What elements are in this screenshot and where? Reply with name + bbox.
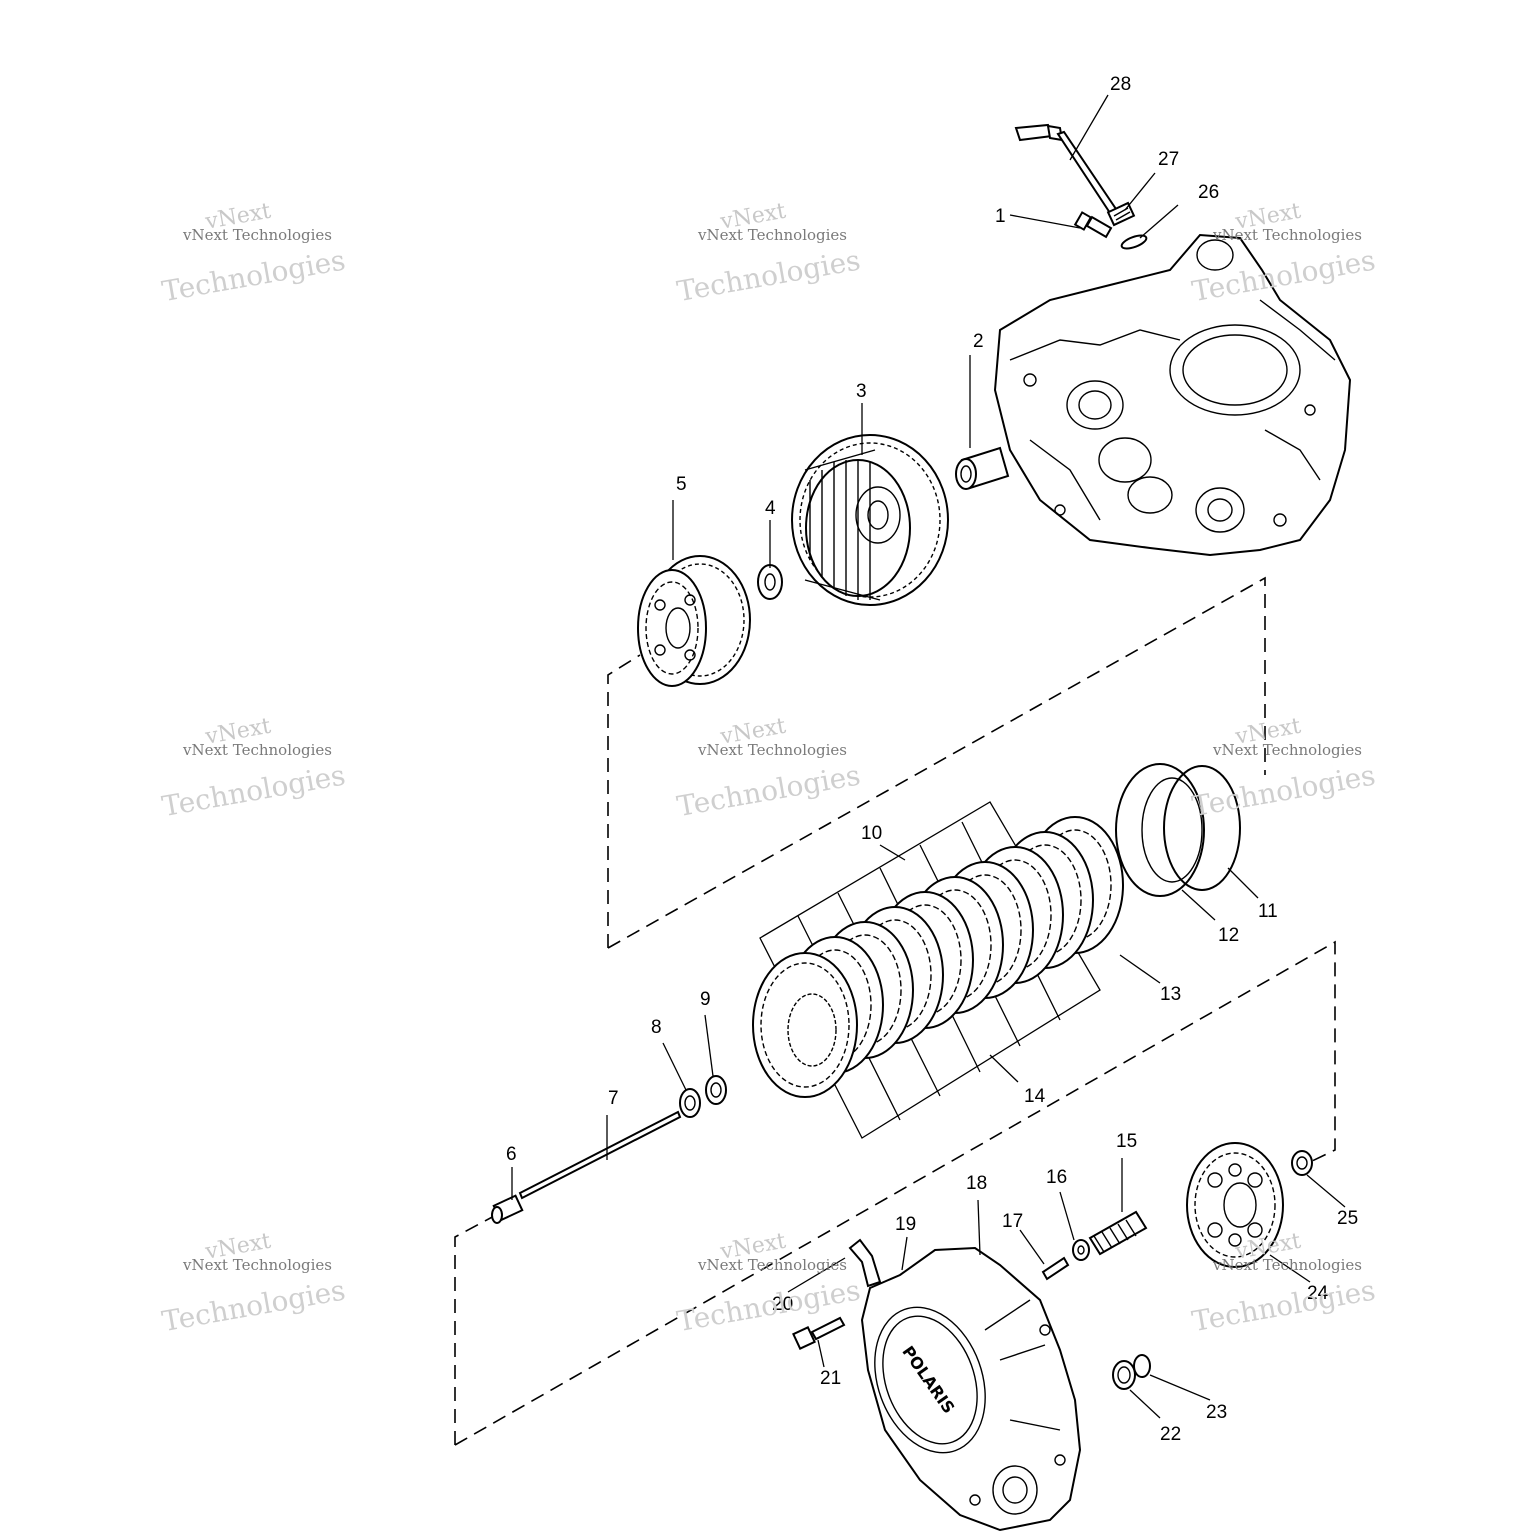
callout-numbers: 1 2 3 4 5 6 7 8 9 10 11 12 13 14 15 16 1… [506, 74, 1358, 1445]
callout-27: 27 [1158, 149, 1179, 170]
callout-14: 14 [1024, 1086, 1046, 1107]
plates [752, 816, 1124, 1098]
svg-text:vNext Technologies: vNext Technologies [1212, 226, 1362, 244]
clutch-cover-part-18: POLARIS [860, 1246, 1082, 1532]
pushrod-end-part-6 [491, 1194, 524, 1224]
svg-text:vNext Technologies: vNext Technologies [1212, 741, 1362, 759]
svg-text:vNext Technologies: vNext Technologies [697, 741, 847, 759]
svg-text:vNext Technologies: vNext Technologies [697, 1256, 847, 1274]
svg-text:vNext Technologies: vNext Technologies [182, 1256, 332, 1274]
svg-text:vNext Technologies: vNext Technologies [182, 741, 332, 759]
svg-text:Technologies: Technologies [675, 758, 863, 823]
callout-18: 18 [966, 1173, 987, 1194]
svg-text:Technologies: Technologies [675, 243, 863, 308]
callout-12: 12 [1218, 925, 1239, 946]
clutch-basket-part-3 [791, 434, 949, 606]
clutch-hub-part-5 [637, 555, 751, 687]
watermark-top-center: vNext vNext Technologies Technologies [675, 199, 863, 309]
callout-23: 23 [1206, 1402, 1227, 1423]
callout-10: 10 [861, 823, 882, 844]
callout-1: 1 [995, 206, 1006, 227]
bearing-part-8 [679, 1088, 701, 1118]
bushing-part-2 [955, 446, 1010, 490]
bolt-part-1 [1073, 211, 1113, 239]
callout-26: 26 [1198, 182, 1219, 203]
callout-5: 5 [676, 474, 687, 495]
bolt-part-17 [1041, 1256, 1070, 1281]
washer-part-9 [705, 1075, 727, 1105]
elbow-part-19 [848, 1238, 882, 1288]
callout-4: 4 [765, 498, 776, 519]
callout-13: 13 [1160, 984, 1181, 1005]
callout-28: 28 [1110, 74, 1131, 95]
callout-16: 16 [1046, 1167, 1067, 1188]
pressure-plate-part-24 [1186, 1142, 1284, 1268]
watermark-middle-right: vNext vNext Technologies Technologies [1190, 714, 1378, 824]
svg-text:vNext Technologies: vNext Technologies [182, 226, 332, 244]
washer-part-16 [1072, 1239, 1090, 1261]
spring-part-15 [1088, 1210, 1148, 1256]
dashed-line-lower [454, 940, 1336, 1446]
dashed-line-upper [607, 576, 1266, 949]
watermark-bottom-left: vNext vNext Technologies Technologies [160, 1229, 348, 1339]
crankcase [993, 233, 1352, 557]
svg-text:Technologies: Technologies [160, 1273, 348, 1338]
watermark-middle-left: vNext vNext Technologies Technologies [160, 714, 348, 824]
svg-text:Technologies: Technologies [1190, 1273, 1378, 1338]
callout-3: 3 [856, 381, 867, 402]
spring-part-27 [1106, 201, 1136, 227]
seal-part-22 [1112, 1360, 1136, 1390]
svg-text:Technologies: Technologies [1190, 758, 1378, 823]
leader-lines [511, 94, 1346, 1419]
callout-20: 20 [772, 1294, 793, 1315]
callout-15: 15 [1116, 1131, 1137, 1152]
callout-11: 11 [1258, 901, 1278, 922]
callout-7: 7 [608, 1088, 619, 1109]
callout-9: 9 [700, 989, 711, 1010]
callout-21: 21 [820, 1368, 841, 1389]
svg-text:vNext Technologies: vNext Technologies [1212, 1256, 1362, 1274]
callout-2: 2 [973, 331, 984, 352]
shaft-part-28 [1014, 123, 1120, 218]
ring-part-12 [1115, 763, 1205, 897]
callout-6: 6 [506, 1144, 517, 1165]
o-ring-part-23 [1133, 1354, 1151, 1378]
callout-8: 8 [651, 1017, 662, 1038]
bearing-part-25 [1291, 1150, 1313, 1176]
callout-24: 24 [1307, 1283, 1329, 1304]
bolt-part-21 [792, 1316, 846, 1350]
callout-17: 17 [1002, 1211, 1023, 1232]
washer-part-4 [757, 564, 783, 600]
callout-19: 19 [895, 1214, 916, 1235]
clutch-plate-stack [752, 801, 1124, 1139]
callout-25: 25 [1337, 1208, 1358, 1229]
svg-text:Technologies: Technologies [160, 243, 348, 308]
callout-22: 22 [1160, 1424, 1181, 1445]
watermark-top-left: vNext vNext Technologies Technologies [160, 199, 348, 309]
washer-part-26 [1120, 234, 1148, 250]
svg-text:vNext Technologies: vNext Technologies [697, 226, 847, 244]
pushrod-part-7 [518, 1110, 682, 1200]
svg-text:Technologies: Technologies [160, 758, 348, 823]
watermark-middle-center: vNext vNext Technologies Technologies [675, 714, 863, 824]
